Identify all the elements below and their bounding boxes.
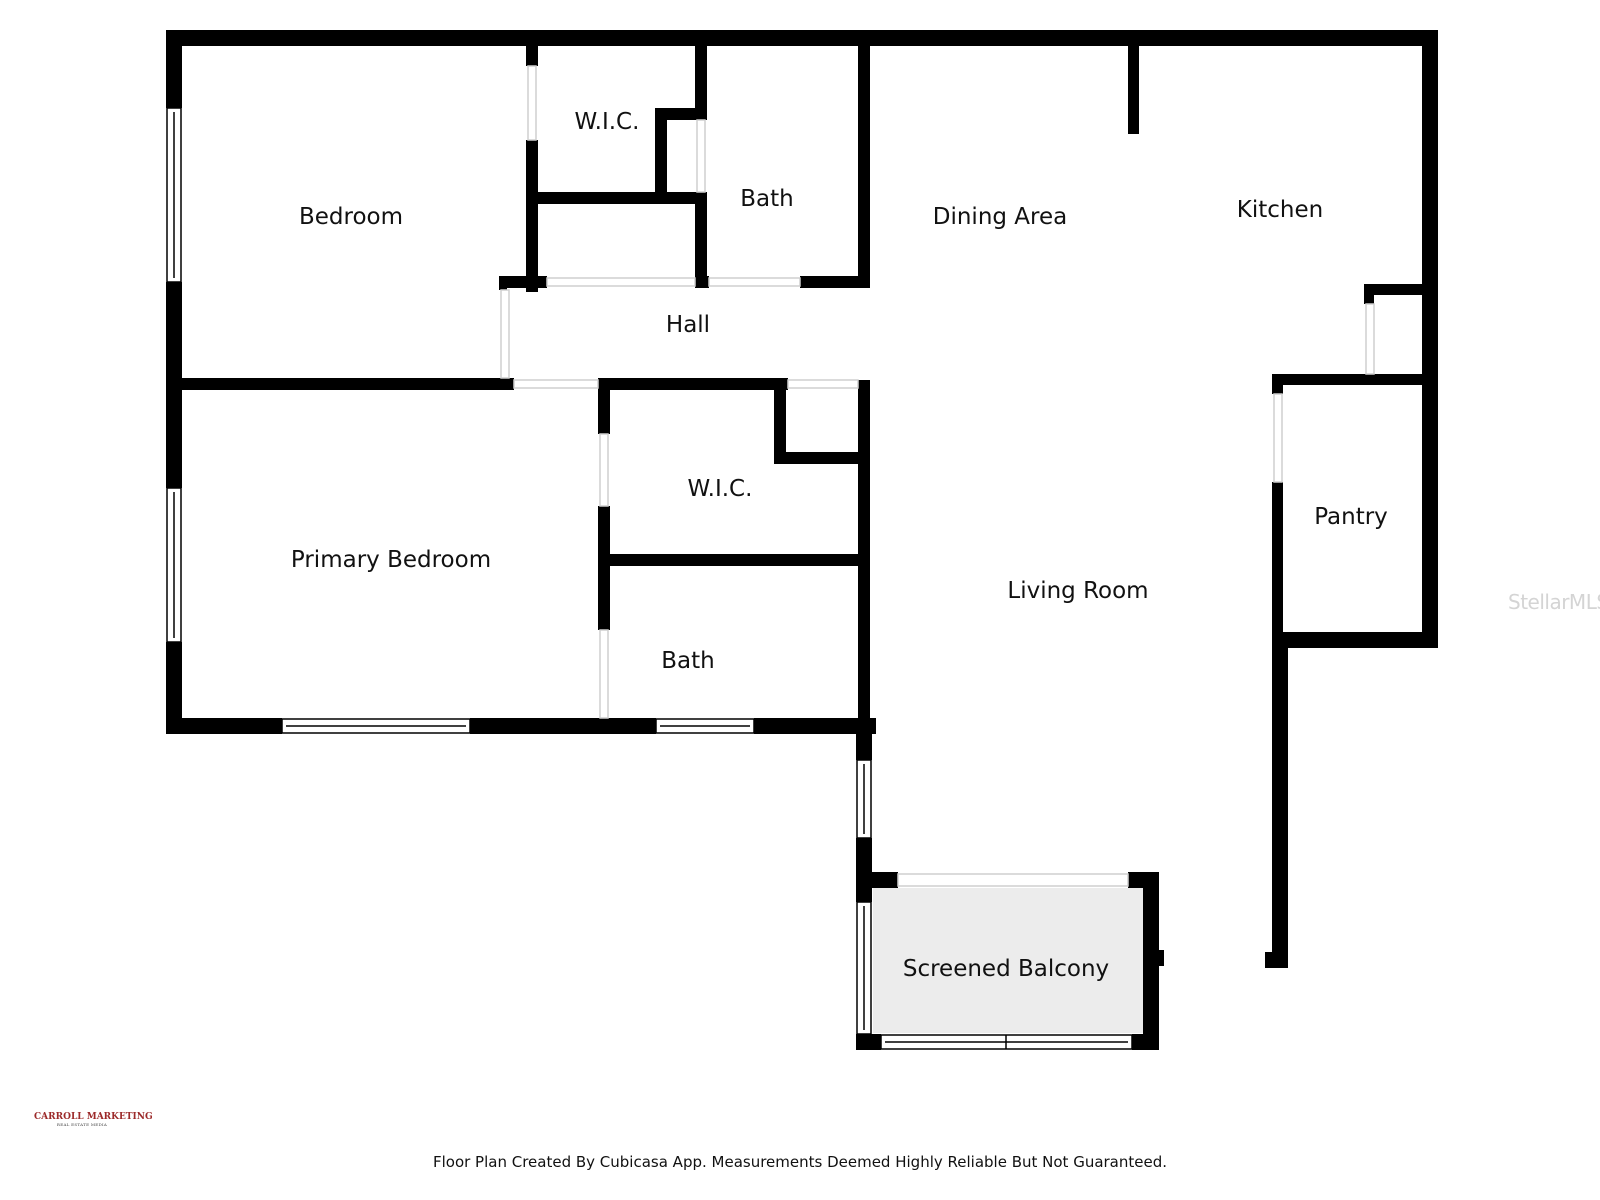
room-label-dining-area: Dining Area <box>933 204 1068 230</box>
wall-left-upper <box>166 30 182 108</box>
room-label-bedroom: Bedroom <box>299 204 403 230</box>
wall-bedroom-wic-2 <box>526 140 538 292</box>
wall-wic-bath-lower <box>598 554 870 566</box>
wall-pantry-top <box>1272 374 1438 385</box>
door-kitchen-closet <box>1365 303 1375 375</box>
footer-disclaimer: Floor Plan Created By Cubicasa App. Meas… <box>432 1153 1168 1171</box>
wall-balcony-bottom-right <box>1132 1034 1159 1050</box>
wall-bath-left-lower <box>695 192 707 288</box>
door-hall-wic <box>546 277 696 287</box>
room-label-screened-balcony: Screened Balcony <box>903 956 1109 982</box>
door-balcony <box>897 873 1129 887</box>
door-bedroom-wic <box>527 65 537 141</box>
windows <box>166 107 1133 1050</box>
door-hall-bath <box>708 277 801 287</box>
wall-pantry-left-2 <box>1272 482 1283 648</box>
wall-dining-kitchen-stub <box>1128 30 1139 134</box>
wall-wic-jog-top <box>655 108 707 120</box>
wall-kitchen-closet-stub <box>1364 284 1374 304</box>
room-label-wic-lower: W.I.C. <box>688 476 753 502</box>
room-label-living-room: Living Room <box>1007 578 1148 604</box>
wall-top <box>166 30 1438 46</box>
wall-bottom-left3 <box>754 718 876 734</box>
logo-main-text: CARROLL MARKETING <box>34 1112 153 1122</box>
wall-bath-right <box>858 30 870 288</box>
wall-kitchen-pantry-top <box>1368 284 1438 295</box>
room-label-bath-upper: Bath <box>740 186 793 212</box>
room-label-kitchen: Kitchen <box>1237 197 1323 223</box>
wall-left-mid2 <box>166 642 182 734</box>
room-label-primary-bedroom: Primary Bedroom <box>291 547 491 573</box>
wall-bedroom-bottom <box>166 378 514 390</box>
wall-wic-jog-side <box>655 108 667 200</box>
room-label-bath-lower: Bath <box>661 648 714 674</box>
wall-pantry-bottom <box>1272 632 1438 648</box>
wall-wic-bath <box>695 30 707 120</box>
wall-right-upper <box>1422 30 1438 648</box>
walls <box>166 30 1438 1050</box>
wall-wic-bottom <box>526 192 707 204</box>
room-label-pantry: Pantry <box>1314 504 1388 530</box>
door-primary-bath <box>599 629 609 719</box>
wall-balcony-left-stub <box>856 888 872 902</box>
wall-wic-jog-lower-bottom <box>774 452 870 464</box>
watermark-text: StellarMLS <box>1508 590 1600 614</box>
wall-hall-top-2 <box>695 276 709 288</box>
door-wic-bath <box>696 119 706 193</box>
wall-bedroom-wic-1 <box>526 30 538 66</box>
wall-bottom-left1 <box>166 718 282 734</box>
wall-bottom-left2 <box>470 718 656 734</box>
door-primary-wic <box>599 433 609 507</box>
wall-balcony-bottom-left <box>856 1034 881 1050</box>
brand-logo: CARROLL MARKETING REAL ESTATE MEDIA <box>34 1112 153 1127</box>
wall-balcony-right-stub <box>1158 950 1164 966</box>
wall-pantry-left-1 <box>1272 374 1283 394</box>
logo-sub-text: REAL ESTATE MEDIA <box>56 1122 108 1127</box>
balcony-floor <box>873 888 1145 1033</box>
door-hall-bedroom <box>500 289 510 379</box>
room-label-hall: Hall <box>666 312 710 338</box>
wall-wic-lower-left-1 <box>598 378 610 434</box>
door-hall-closet <box>787 379 859 389</box>
door-pantry <box>1273 393 1283 483</box>
wall-balcony-top-left <box>856 872 898 888</box>
wall-wic-lower-left-2 <box>598 506 610 630</box>
wall-living-right <box>1272 632 1288 968</box>
door-openings <box>500 65 1375 887</box>
wall-wic-jog-lower-side <box>774 378 786 462</box>
room-label-wic-upper: W.I.C. <box>575 109 640 135</box>
wall-hall-top-3 <box>800 276 870 288</box>
door-hall-primary <box>513 379 599 389</box>
wall-living-left2 <box>856 718 872 760</box>
wall-wic-lower-top <box>598 378 788 390</box>
wall-balcony-right <box>1143 872 1159 1050</box>
wall-hall-top-1 <box>499 276 547 288</box>
wall-hall-left-stub <box>499 276 507 290</box>
wall-living-right-end <box>1265 952 1288 968</box>
